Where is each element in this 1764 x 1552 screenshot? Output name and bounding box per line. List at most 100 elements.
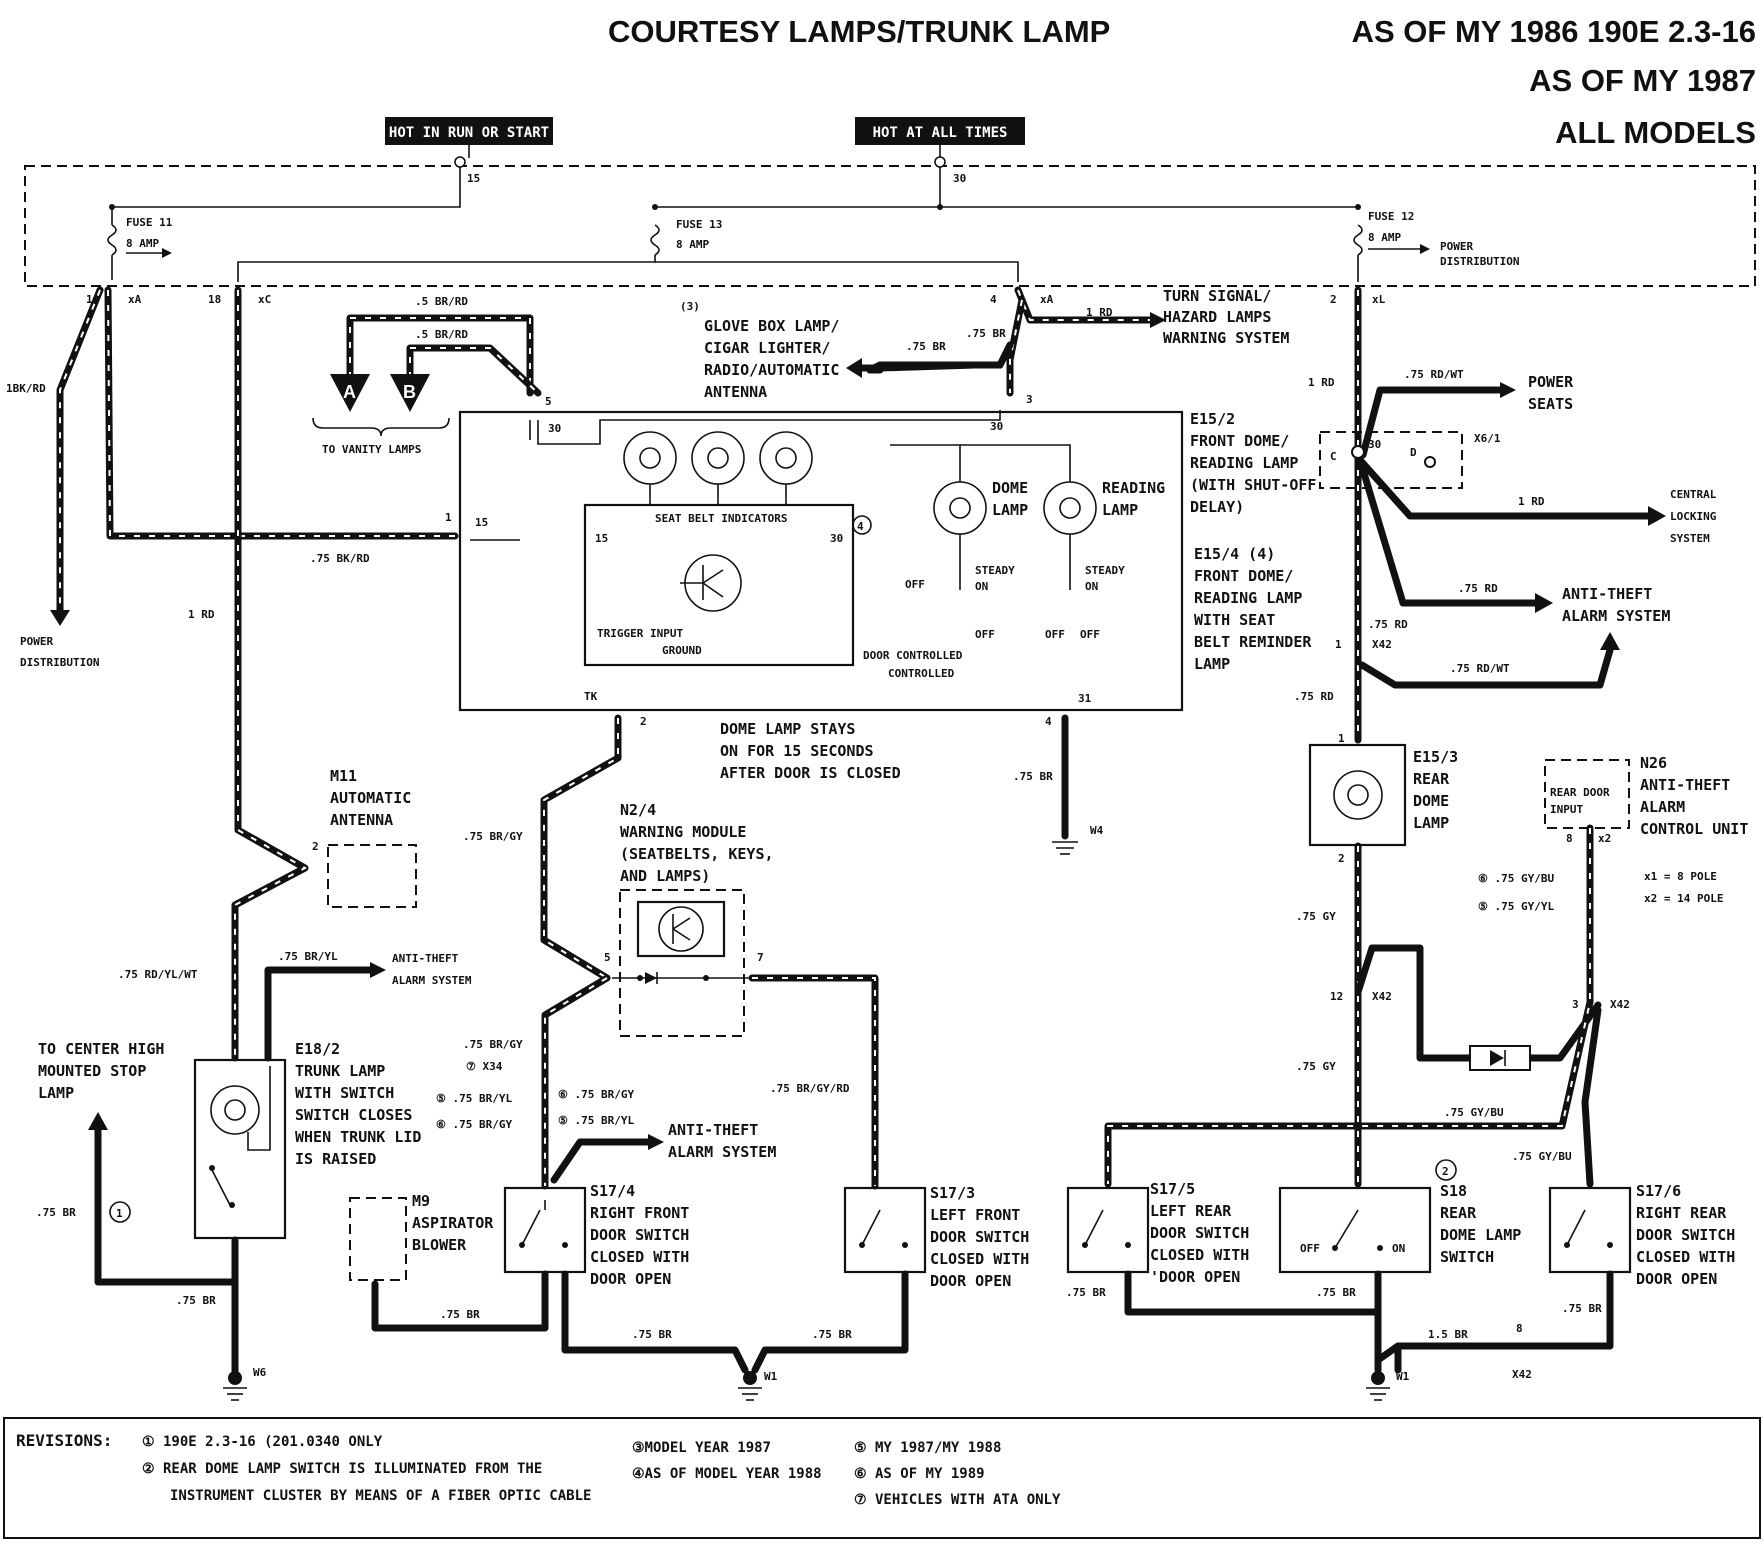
svg-text:CIGAR LIGHTER/: CIGAR LIGHTER/ xyxy=(704,339,830,357)
svg-text:31: 31 xyxy=(1078,692,1092,705)
svg-text:15: 15 xyxy=(475,516,488,529)
svg-text:OFF: OFF xyxy=(1045,628,1065,641)
svg-text:TK: TK xyxy=(584,690,598,703)
svg-text:7: 7 xyxy=(757,951,764,964)
svg-text:x1 = 8 POLE: x1 = 8 POLE xyxy=(1644,870,1717,883)
svg-text:.75 BR: .75 BR xyxy=(1562,1302,1602,1315)
svg-text:M9: M9 xyxy=(412,1192,430,1210)
revision-5: ⑤ MY 1987/MY 1988 xyxy=(854,1440,1001,1456)
svg-text:W1: W1 xyxy=(1396,1370,1410,1383)
revision-7: ⑦ VEHICLES WITH ATA ONLY xyxy=(854,1492,1061,1508)
s17-3-left-front-door-switch xyxy=(843,1186,927,1274)
svg-text:POWER: POWER xyxy=(20,635,53,648)
fuse-13: FUSE 13 8 AMP xyxy=(237,218,1019,282)
svg-text:GROUND: GROUND xyxy=(662,644,702,657)
dome-lamp: DOME LAMP xyxy=(933,479,1028,535)
svg-text:CONTROL UNIT: CONTROL UNIT xyxy=(1640,820,1748,838)
svg-text:ANTENNA: ANTENNA xyxy=(704,383,767,401)
svg-text:CONTROLLED: CONTROLLED xyxy=(888,667,955,680)
svg-text:N2/4: N2/4 xyxy=(620,801,656,819)
svg-text:1: 1 xyxy=(1335,638,1342,651)
ground-w1-rear: .75 BR .75 BR .75 BR 1.5 BR 8 X42 W1 xyxy=(1066,1270,1614,1401)
svg-text:.75 GY/BU: .75 GY/BU xyxy=(1444,1106,1504,1119)
svg-text:1: 1 xyxy=(1338,732,1345,745)
svg-text:2: 2 xyxy=(1442,1165,1449,1178)
e18-2-trunk-lamp xyxy=(193,1058,287,1240)
svg-text:FUSE 12: FUSE 12 xyxy=(1368,210,1414,223)
svg-text:DOOR SWITCH: DOOR SWITCH xyxy=(590,1226,689,1244)
svg-text:READING LAMP: READING LAMP xyxy=(1194,589,1302,607)
svg-text:30: 30 xyxy=(990,420,1003,433)
svg-text:.75 GY/BU: .75 GY/BU xyxy=(1512,1150,1572,1163)
svg-text:LAMP: LAMP xyxy=(1102,501,1138,519)
svg-text:DOOR OPEN: DOOR OPEN xyxy=(930,1272,1011,1290)
revision-6: ⑥ AS OF MY 1989 xyxy=(854,1466,985,1482)
svg-text:TRUNK LAMP: TRUNK LAMP xyxy=(295,1062,385,1080)
svg-text:8 AMP: 8 AMP xyxy=(676,238,709,251)
svg-text:LAMP: LAMP xyxy=(1413,814,1449,832)
svg-text:4: 4 xyxy=(990,293,997,306)
revision-4: ④AS OF MODEL YEAR 1988 xyxy=(632,1466,822,1482)
svg-text:1 RD: 1 RD xyxy=(1518,495,1545,508)
svg-text:.75 GY: .75 GY xyxy=(1296,910,1336,923)
svg-text:1.5 BR: 1.5 BR xyxy=(1428,1328,1468,1341)
svg-text:'DOOR OPEN: 'DOOR OPEN xyxy=(1150,1268,1240,1286)
svg-text:DISTRIBUTION: DISTRIBUTION xyxy=(1440,255,1519,268)
svg-text:CLOSED WITH: CLOSED WITH xyxy=(1150,1246,1249,1264)
svg-text:S18: S18 xyxy=(1440,1182,1467,1200)
svg-text:DISTRIBUTION: DISTRIBUTION xyxy=(20,656,99,669)
svg-text:.75 RD: .75 RD xyxy=(1368,618,1408,631)
svg-text:.75 BR/GY: .75 BR/GY xyxy=(463,830,523,843)
svg-text:.75 BR/YL: .75 BR/YL xyxy=(278,950,338,963)
svg-text:CLOSED WITH: CLOSED WITH xyxy=(1636,1248,1735,1266)
svg-text:5: 5 xyxy=(545,395,552,408)
svg-text:DOOR OPEN: DOOR OPEN xyxy=(1636,1270,1717,1288)
svg-text:CLOSED WITH: CLOSED WITH xyxy=(930,1250,1029,1268)
svg-text:BLOWER: BLOWER xyxy=(412,1236,467,1254)
svg-text:.75 BR: .75 BR xyxy=(906,340,946,353)
svg-text:30: 30 xyxy=(1368,438,1381,451)
svg-text:LAMP: LAMP xyxy=(992,501,1028,519)
wire-n2-4-s17-4: .75 BR/GY ⑦ X34 ⑤ .75 BR/YL ⑥ .75 BR/GY … xyxy=(436,974,776,1190)
svg-text:TURN SIGNAL/: TURN SIGNAL/ xyxy=(1163,287,1271,305)
svg-text:ON FOR 15 SECONDS: ON FOR 15 SECONDS xyxy=(720,742,874,760)
svg-text:⑥ .75 GY/BU: ⑥ .75 GY/BU xyxy=(1478,872,1554,885)
fuse-11: FUSE 11 8 AMP xyxy=(107,216,173,280)
svg-text:.75 RD: .75 RD xyxy=(1294,690,1334,703)
svg-text:ALARM SYSTEM: ALARM SYSTEM xyxy=(1562,607,1670,625)
revision-2: ② REAR DOME LAMP SWITCH IS ILLUMINATED F… xyxy=(142,1461,542,1477)
svg-text:1: 1 xyxy=(86,293,93,306)
svg-text:x2 = 14 POLE: x2 = 14 POLE xyxy=(1644,892,1723,905)
svg-text:HAZARD LAMPS: HAZARD LAMPS xyxy=(1163,308,1271,326)
svg-text:CLOSED WITH: CLOSED WITH xyxy=(590,1248,689,1266)
svg-text:TO CENTER HIGH: TO CENTER HIGH xyxy=(38,1040,164,1058)
svg-text:IS RAISED: IS RAISED xyxy=(295,1150,376,1168)
svg-text:(3): (3) xyxy=(680,300,700,313)
revisions-box xyxy=(3,1417,1761,1539)
svg-text:OFF: OFF xyxy=(905,578,925,591)
wire-vanity: A B .5 BR/RD .5 BR/RD TO VANITY LAMPS 5 xyxy=(312,295,552,456)
svg-text:15: 15 xyxy=(467,172,480,185)
svg-text:.75 BR/GY/RD: .75 BR/GY/RD xyxy=(770,1082,850,1095)
svg-text:READING: READING xyxy=(1102,479,1165,497)
svg-text:2: 2 xyxy=(1338,852,1345,865)
svg-text:30: 30 xyxy=(953,172,966,185)
svg-text:S17/3: S17/3 xyxy=(930,1184,975,1202)
s18-rear-dome-lamp-switch xyxy=(1278,1186,1432,1274)
applicability-line-2: AS OF MY 1987 xyxy=(1529,63,1756,98)
svg-text:.5 BR/RD: .5 BR/RD xyxy=(415,328,468,341)
svg-text:ANTI-THEFT: ANTI-THEFT xyxy=(1562,585,1652,603)
svg-text:GLOVE BOX LAMP/: GLOVE BOX LAMP/ xyxy=(704,317,839,335)
svg-text:xL: xL xyxy=(1372,293,1386,306)
e15-3-rear-dome-lamp xyxy=(1308,743,1407,847)
svg-text:TRIGGER INPUT: TRIGGER INPUT xyxy=(597,627,683,640)
revision-3: ③MODEL YEAR 1987 xyxy=(632,1440,771,1456)
wire-glovebox: 1 RD .75 BR .75 BR TURN SIGNAL/ HAZARD L… xyxy=(680,286,1289,406)
revisions-heading: REVISIONS: xyxy=(16,1431,112,1450)
svg-text:ALARM: ALARM xyxy=(1640,798,1685,816)
svg-text:CENTRAL: CENTRAL xyxy=(1670,488,1717,501)
svg-text:LEFT FRONT: LEFT FRONT xyxy=(930,1206,1020,1224)
svg-text:SEAT BELT INDICATORS: SEAT BELT INDICATORS xyxy=(655,512,787,525)
svg-text:.75 BK/RD: .75 BK/RD xyxy=(310,552,370,565)
svg-text:(WITH SHUT-OFF: (WITH SHUT-OFF xyxy=(1190,476,1316,494)
